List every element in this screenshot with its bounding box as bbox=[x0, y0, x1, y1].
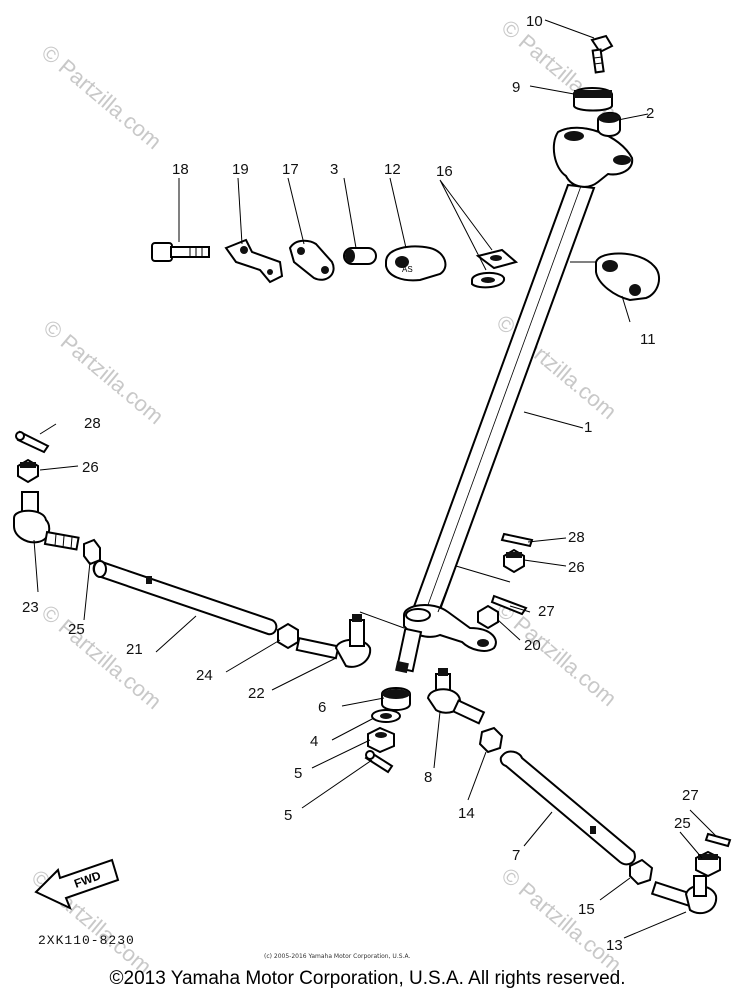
callout-26: 26 bbox=[82, 459, 99, 476]
washers-6 bbox=[471, 248, 519, 289]
watermark: © Partzilla.com bbox=[497, 863, 627, 977]
tie-rod-left bbox=[92, 560, 278, 636]
collar-10 bbox=[343, 247, 377, 265]
watermark: © Partzilla.com bbox=[39, 315, 169, 429]
collar bbox=[597, 112, 621, 137]
lock-plate bbox=[224, 238, 284, 284]
watermark-group: © Partzilla.com © Partzilla.com © Partzi… bbox=[27, 15, 627, 979]
shaft-holder-left: AS bbox=[385, 245, 447, 282]
callout-23: 24 bbox=[196, 667, 213, 684]
cotter-pin-28-right bbox=[500, 532, 534, 548]
callout-5: 12 bbox=[384, 161, 401, 178]
fwd-arrow-icon: FWD bbox=[34, 858, 120, 910]
lock-nut-24 bbox=[83, 538, 101, 566]
castle-nut-25-right bbox=[477, 604, 499, 630]
watermark: © Partzilla.com bbox=[497, 15, 627, 129]
plate bbox=[288, 239, 335, 281]
callout-28: 28 bbox=[84, 415, 101, 432]
watermark: © Partzilla.com bbox=[37, 600, 167, 714]
bolt-top bbox=[590, 34, 614, 74]
tie-rod-end-17 bbox=[650, 875, 718, 915]
lock-nut-23 bbox=[277, 622, 299, 650]
cotter-pin-left bbox=[15, 430, 50, 454]
callout-2: 2 bbox=[646, 105, 654, 122]
callout-17: 13 bbox=[606, 937, 623, 954]
tie-rod-end-16 bbox=[426, 668, 486, 725]
diagram-code: 2XK110-8230 bbox=[38, 933, 135, 948]
callout-16: 8 bbox=[424, 769, 432, 786]
cotter-pin-27-right bbox=[490, 594, 528, 616]
callout-27: 27 bbox=[538, 603, 555, 620]
callout-18: 14 bbox=[458, 805, 475, 822]
steering-shaft bbox=[395, 126, 634, 674]
shaft-holder-right bbox=[595, 252, 661, 302]
callout-19: 15 bbox=[578, 901, 595, 918]
callout-21: 22 bbox=[248, 685, 265, 702]
callout-25: 25 bbox=[674, 815, 691, 832]
callout-10: 3 bbox=[330, 161, 338, 178]
lock-nut-19 bbox=[629, 858, 654, 886]
callout-labels: 10 9 2 18 19 17 3 12 16 11 1 28 26 23 25… bbox=[22, 13, 699, 954]
callout-22: 23 bbox=[22, 599, 39, 616]
upper-holder bbox=[573, 87, 613, 112]
bolt-8 bbox=[151, 242, 210, 262]
cotter-pin-right-low bbox=[704, 832, 732, 848]
callout-25: 20 bbox=[524, 637, 541, 654]
callout-24: 25 bbox=[68, 621, 85, 638]
leader-lines bbox=[33, 19, 717, 939]
callout-11: 4 bbox=[310, 733, 318, 750]
callout-1: 1 bbox=[584, 419, 592, 436]
washer-11 bbox=[371, 709, 401, 723]
callout-9: 19 bbox=[232, 161, 249, 178]
callout-4: 10 bbox=[526, 13, 543, 30]
cotter-pin-13 bbox=[364, 750, 394, 774]
callout-12: 5 bbox=[294, 765, 302, 782]
callout-20: 21 bbox=[126, 641, 143, 658]
nut-12 bbox=[367, 726, 395, 754]
callout-5: 11 bbox=[640, 331, 656, 348]
watermark: © Partzilla.com bbox=[492, 597, 622, 711]
footer-copyright: ©2013 Yamaha Motor Corporation, U.S.A. A… bbox=[109, 968, 626, 989]
lock-nut-18 bbox=[478, 726, 504, 754]
callout-3: 9 bbox=[512, 79, 520, 96]
callout-13: 5 bbox=[284, 807, 292, 824]
callout-27: 27 bbox=[682, 787, 699, 804]
callout-28: 28 bbox=[568, 529, 585, 546]
callout-14: 6 bbox=[318, 699, 326, 716]
tie-rod-end-21 bbox=[295, 614, 372, 668]
castle-nut-26-right bbox=[503, 548, 525, 574]
callout-26: 26 bbox=[568, 559, 585, 576]
callout-8: 18 bbox=[172, 161, 189, 178]
callout-6: 16 bbox=[436, 163, 453, 180]
watermark: © Partzilla.com bbox=[37, 40, 167, 154]
small-copyright: (c) 2005-2016 Yamaha Motor Corporation, … bbox=[264, 953, 410, 960]
callout-7: 17 bbox=[282, 161, 299, 178]
tie-rod-end-left bbox=[13, 491, 80, 551]
callout-15: 7 bbox=[512, 847, 520, 864]
washer-14 bbox=[381, 687, 411, 711]
tie-rod-right bbox=[499, 750, 636, 866]
castle-nut-left bbox=[17, 458, 39, 484]
svg-text:AS: AS bbox=[402, 265, 413, 274]
